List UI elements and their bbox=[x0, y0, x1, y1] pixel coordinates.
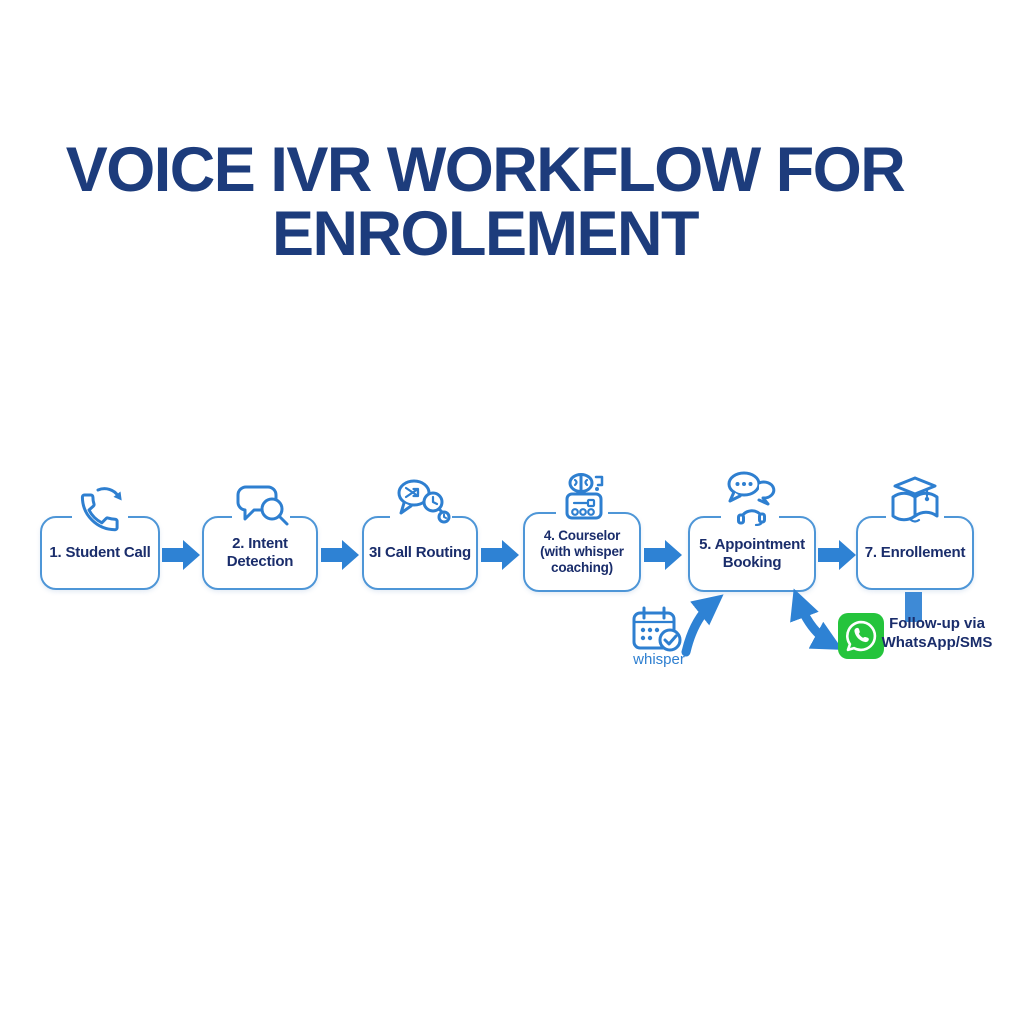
step-label: 1. Student Call bbox=[49, 544, 151, 562]
call-routing-icon bbox=[390, 476, 452, 530]
step-box-appointment-booking: 5. Appointment Booking bbox=[688, 516, 816, 592]
step-label: 4. Courselor (with whisper coaching) bbox=[540, 528, 624, 575]
whisper-label: whisper bbox=[633, 651, 685, 668]
step-label: 5. Appointment Booking bbox=[699, 536, 805, 571]
curved-arrow-up-icon bbox=[681, 594, 724, 657]
step-box-enrollement: 7. Enrollement bbox=[856, 516, 974, 590]
connector-arrows bbox=[681, 588, 922, 657]
intent-detection-icon bbox=[232, 482, 290, 532]
education-icon bbox=[886, 474, 944, 526]
calendar-check-icon bbox=[630, 606, 686, 654]
step-label: 2. Intent Detection bbox=[226, 535, 294, 570]
step-box-intent-detection: 2. Intent Detection bbox=[202, 516, 318, 590]
page-title: VOICE IVR WORKFLOW FOR ENROLEMENT bbox=[35, 138, 935, 267]
whatsapp-icon bbox=[838, 613, 884, 659]
flow-arrow-icon bbox=[818, 540, 856, 570]
flow-arrow-icon bbox=[644, 540, 682, 570]
flow-arrow-icon bbox=[162, 540, 200, 570]
ai-whisper-coaching-icon bbox=[556, 472, 608, 524]
followup-label: Follow-up via WhatsApp/SMS bbox=[881, 615, 993, 651]
flow-arrow-icon bbox=[321, 540, 359, 570]
flow-arrow-icon bbox=[481, 540, 519, 570]
step-label: 7. Enrollement bbox=[864, 544, 966, 562]
curved-double-arrow-icon bbox=[790, 588, 843, 650]
phone-call-icon bbox=[72, 480, 128, 536]
step-label: 3I Call Routing bbox=[368, 544, 471, 562]
page-title-line-2: ENROLEMENT bbox=[272, 199, 700, 270]
chat-headset-icon bbox=[721, 470, 779, 526]
connector-stub bbox=[905, 592, 922, 622]
page-title-line-1: VOICE IVR WORKFLOW FOR bbox=[65, 135, 906, 205]
